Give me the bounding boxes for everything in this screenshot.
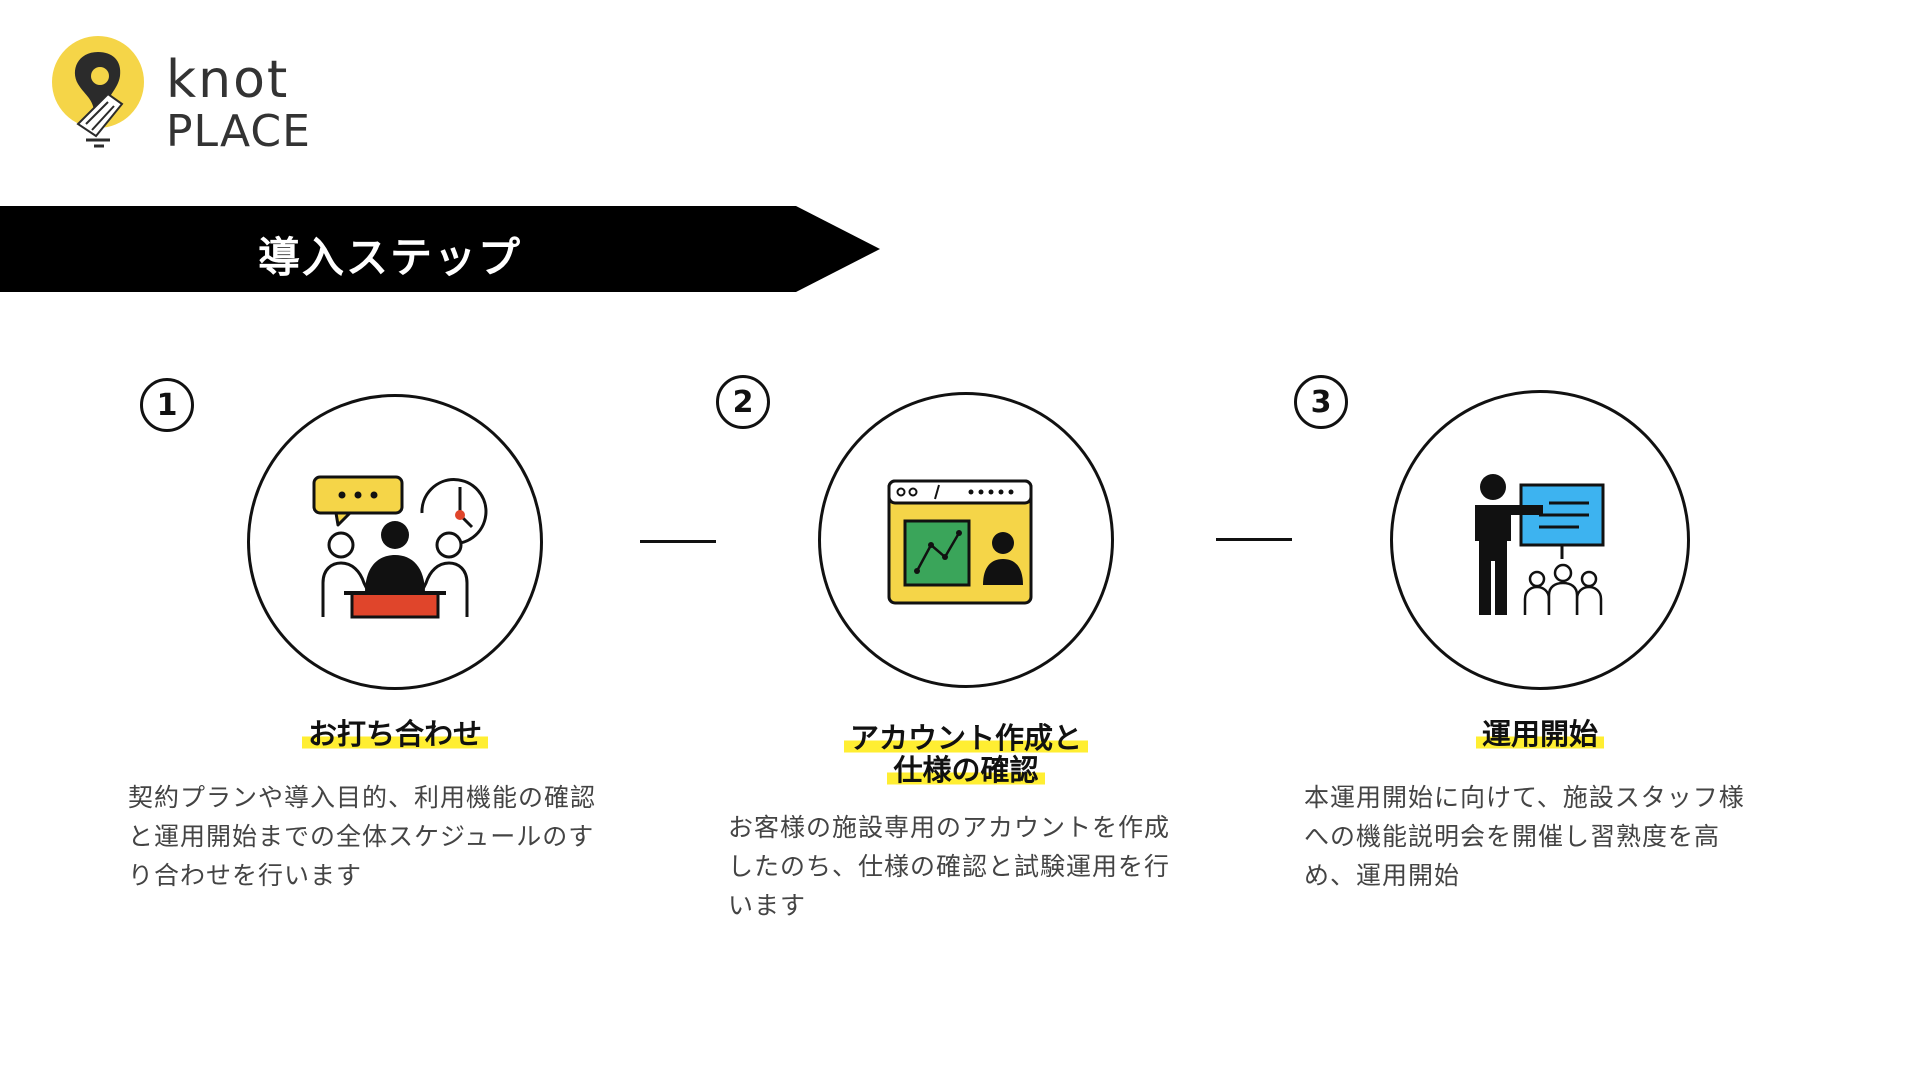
- step-2-title-line2: 仕様の確認: [887, 753, 1045, 787]
- presentation-icon: [1475, 474, 1605, 615]
- step-3-title: 運用開始: [1400, 717, 1680, 751]
- step-2-desc-line: います: [728, 891, 807, 920]
- knot-place-logo: knot PLACE: [48, 32, 318, 162]
- step-3-badge: 3: [1294, 375, 1348, 429]
- section-banner: [0, 206, 880, 292]
- step-3-desc-line: への機能説明会を開催し習熟度を高: [1304, 822, 1721, 851]
- logo-line1: knot: [166, 50, 290, 110]
- step-1-desc-line: と運用開始までの全体スケジュールのす: [128, 822, 595, 851]
- step-3-title-line1: 運用開始: [1475, 717, 1604, 751]
- step-2-desc-line: したのち、仕様の確認と試験運用を行: [728, 852, 1171, 881]
- step-1-title-line1: お打ち合わせ: [301, 717, 488, 751]
- step-1-desc-line: 契約プランや導入目的、利用機能の確認: [128, 783, 597, 812]
- dashboard-window-icon: [887, 479, 1033, 605]
- step-3-desc-line: め、運用開始: [1304, 861, 1461, 890]
- step-1-title: お打ち合わせ: [260, 717, 530, 751]
- connector-1-2: [640, 540, 716, 543]
- step-1-circle: [247, 394, 543, 690]
- step-2-circle: [818, 392, 1114, 688]
- connector-2-3: [1216, 538, 1292, 541]
- meeting-icon: [312, 475, 488, 619]
- logo-line2: PLACE: [166, 106, 311, 157]
- step-1-description: 契約プランや導入目的、利用機能の確認 と運用開始までの全体スケジュールのす り合…: [128, 778, 648, 895]
- logo-wordmark: knot PLACE: [166, 54, 311, 154]
- step-2-desc-line: お客様の施設専用のアカウントを作成: [728, 813, 1171, 842]
- step-1-desc-line: り合わせを行います: [128, 861, 363, 890]
- step-2-description: お客様の施設専用のアカウントを作成 したのち、仕様の確認と試験運用を行 います: [728, 808, 1228, 925]
- banner-title: 導入ステップ: [258, 233, 523, 282]
- step-3-desc-line: 本運用開始に向けて、施設スタッフ様: [1304, 783, 1745, 812]
- logo-pin-icon: [52, 36, 144, 148]
- step-3-description: 本運用開始に向けて、施設スタッフ様 への機能説明会を開催し習熟度を高 め、運用開…: [1304, 778, 1824, 895]
- step-2-badge: 2: [716, 375, 770, 429]
- step-2-title-line1: アカウント作成と: [843, 721, 1088, 755]
- step-1-badge: 1: [140, 378, 194, 432]
- step-2-title: アカウント作成と 仕様の確認: [816, 721, 1116, 787]
- step-3-circle: [1390, 390, 1690, 690]
